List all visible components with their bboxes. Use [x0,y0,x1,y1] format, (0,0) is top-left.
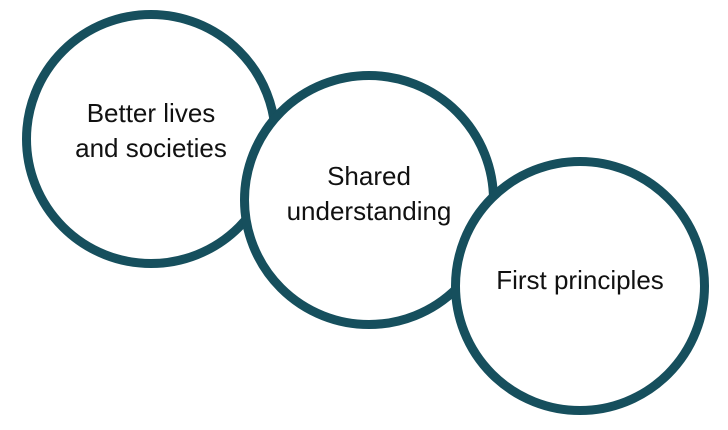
circle-better-lives: Better lives and societies [22,10,280,268]
circle-label-shared-understanding: Shared understanding [286,161,452,226]
circle-label-better-lives: Better lives and societies [75,98,227,163]
circle-label-first-principles: First principles [496,264,664,295]
circle-first-principles: First principles [451,157,709,415]
circle-shared-understanding: Shared understanding [240,71,498,329]
